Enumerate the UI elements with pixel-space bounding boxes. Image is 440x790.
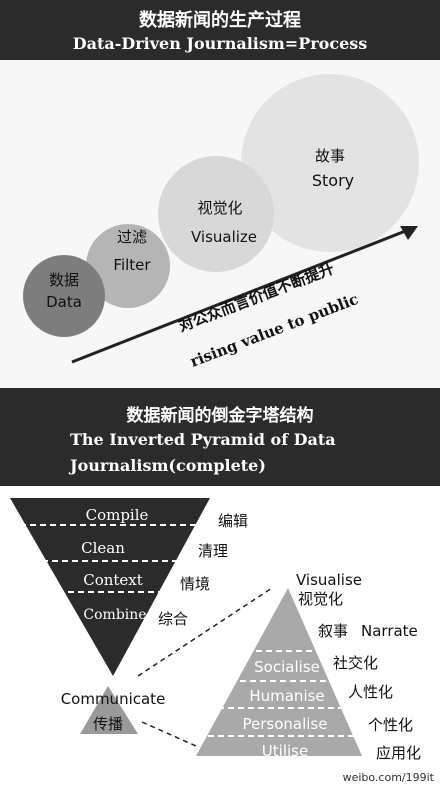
communicate-en: Communicate bbox=[61, 690, 166, 708]
pyramid-narrate-cn: 叙事 bbox=[318, 622, 348, 640]
circle-data-en: Data bbox=[46, 293, 82, 311]
value-arrow-line bbox=[71, 228, 409, 364]
circle-story-cn: 故事 bbox=[315, 147, 345, 165]
pyramid-humanise-cn: 人性化 bbox=[348, 683, 393, 701]
communicate-triangle bbox=[80, 686, 138, 734]
layer-compile: Compile bbox=[86, 506, 149, 524]
pyramid-svg: Compile Clean Context Combine 编辑 清理 情境 综… bbox=[10, 498, 421, 762]
process-svg: 数据 Data 过滤 Filter 视觉化 Visualize 故事 Story… bbox=[23, 74, 419, 371]
circle-visualize bbox=[158, 156, 274, 272]
layer-combine: Combine bbox=[83, 607, 146, 623]
circle-data-cn: 数据 bbox=[49, 271, 79, 289]
pyramid-utilise-cn: 应用化 bbox=[376, 744, 421, 762]
pyramid-socialise: Socialise bbox=[254, 658, 320, 676]
pyramid-title-en-line1: The Inverted Pyramid of Data bbox=[70, 430, 336, 449]
pyramid-personalise-cn: 个性化 bbox=[368, 716, 413, 734]
pyramid-header: 数据新闻的倒金字塔结构 The Inverted Pyramid of Data… bbox=[0, 393, 440, 486]
layer-context-cn: 情境 bbox=[180, 575, 210, 593]
pyramid-socialise-cn: 社交化 bbox=[333, 654, 378, 672]
layer-clean: Clean bbox=[81, 539, 125, 557]
section-divider bbox=[0, 388, 440, 393]
layer-combine-cn: 综合 bbox=[158, 610, 188, 628]
circle-visualize-en: Visualize bbox=[191, 228, 257, 246]
pyramid-title-cn: 数据新闻的倒金字塔结构 bbox=[126, 406, 314, 426]
pyramid-personalise: Personalise bbox=[243, 715, 328, 733]
data-pyramid bbox=[196, 588, 362, 756]
circle-filter-cn: 过滤 bbox=[117, 228, 147, 246]
inverted-pyramid bbox=[10, 498, 210, 676]
process-title-cn: 数据新闻的生产过程 bbox=[139, 10, 301, 31]
value-arrow-head bbox=[400, 226, 418, 240]
pyramid-top-en: Visualise bbox=[296, 571, 362, 589]
circle-filter bbox=[86, 224, 170, 308]
layer-compile-cn: 编辑 bbox=[218, 512, 248, 530]
pyramid-narrate-en: Narrate bbox=[361, 622, 418, 640]
circle-story bbox=[241, 74, 419, 252]
process-diagram: 数据 Data 过滤 Filter 视觉化 Visualize 故事 Story… bbox=[0, 60, 440, 388]
pyramid-title-en-line2: Journalism(complete) bbox=[70, 456, 266, 475]
pyramid-diagram: Compile Clean Context Combine 编辑 清理 情境 综… bbox=[0, 486, 440, 790]
circle-story-en: Story bbox=[312, 171, 354, 190]
layer-clean-cn: 清理 bbox=[198, 542, 228, 560]
circle-visualize-cn: 视觉化 bbox=[197, 199, 242, 217]
pyramid-utilise: Utilise bbox=[262, 742, 308, 760]
communicate-cn: 传播 bbox=[93, 715, 123, 733]
layer-context: Context bbox=[83, 571, 143, 589]
circle-data bbox=[23, 255, 105, 337]
circle-filter-en: Filter bbox=[113, 256, 151, 274]
process-header: 数据新闻的生产过程 Data-Driven Journalism=Process bbox=[0, 0, 440, 60]
arrow-label-en: rising value to public bbox=[188, 290, 361, 371]
watermark: weibo.com/199it bbox=[342, 771, 434, 784]
process-title-en: Data-Driven Journalism=Process bbox=[72, 34, 368, 53]
pyramid-humanise: Humanise bbox=[249, 687, 324, 705]
zoom-line-bottom bbox=[141, 721, 197, 747]
pyramid-top-cn: 视觉化 bbox=[298, 590, 343, 608]
